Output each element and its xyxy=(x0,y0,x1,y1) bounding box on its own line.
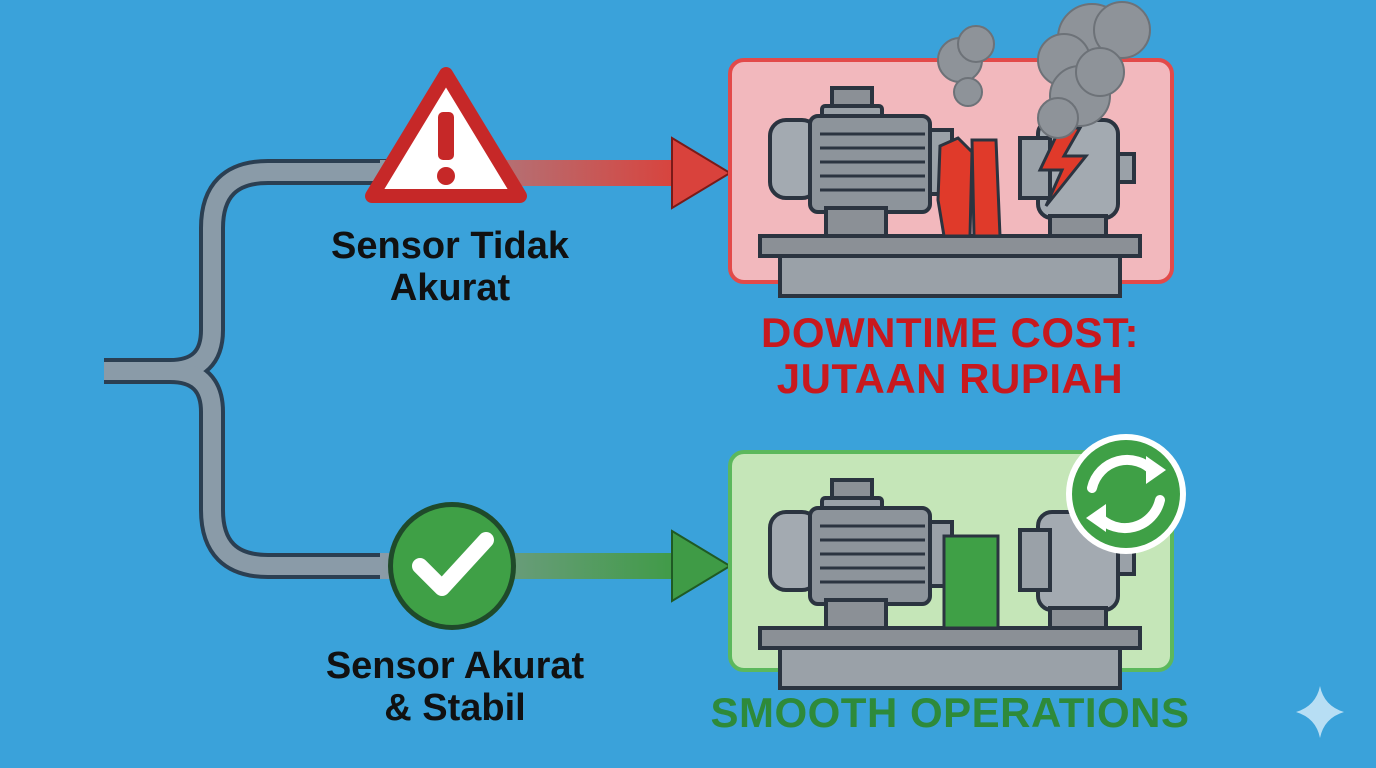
trunk-outline-bottom xyxy=(104,358,390,579)
smoke-cloud xyxy=(937,1,1151,139)
sparkle-icon xyxy=(1296,686,1344,738)
refresh-cycle-icon xyxy=(1066,434,1186,554)
path-label-line: & Stabil xyxy=(384,686,526,729)
path-label-inaccurate-sensor: Sensor Tidak Akurat xyxy=(300,225,600,310)
path-label-line: Sensor Tidak xyxy=(331,225,569,267)
outcome-downtime-cost: DOWNTIME COST: JUTAAN RUPIAH xyxy=(710,309,1190,403)
checkmark-circle-icon xyxy=(388,502,516,630)
path-label-accurate-sensor: Sensor Akurat & Stabil xyxy=(290,645,620,730)
outcome-smooth-operations: SMOOTH OPERATIONS xyxy=(710,689,1190,736)
warning-triangle-icon xyxy=(365,67,527,203)
trunk-path-bottom xyxy=(104,362,390,575)
outcome-line: JUTAAN RUPIAH xyxy=(776,355,1124,403)
path-label-line: Sensor Akurat xyxy=(325,645,585,687)
path-label-line: Akurat xyxy=(389,266,511,309)
outcome-line: DOWNTIME COST: xyxy=(761,309,1139,356)
success-machine-panel xyxy=(728,450,1174,690)
